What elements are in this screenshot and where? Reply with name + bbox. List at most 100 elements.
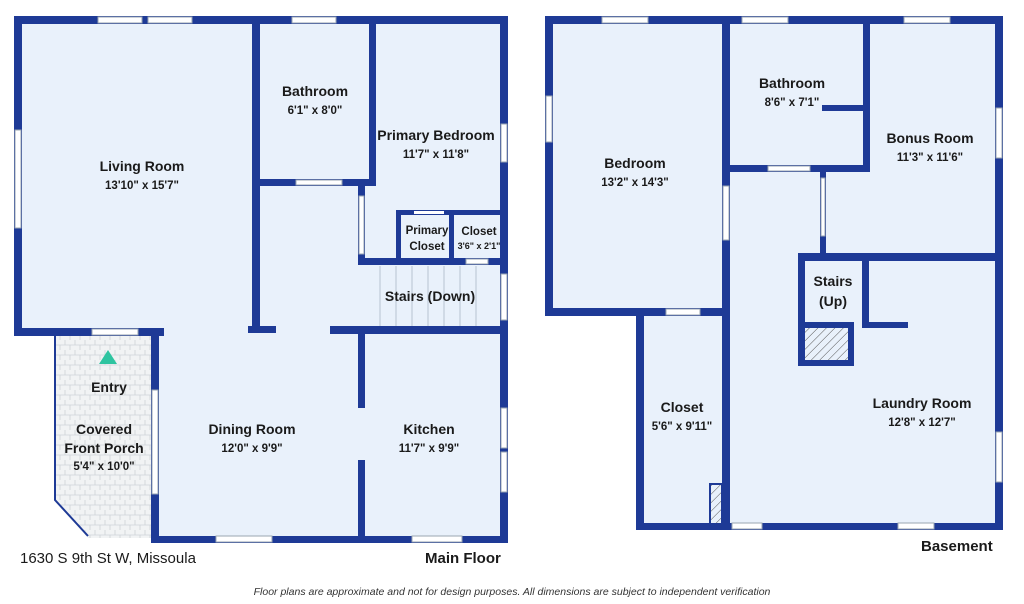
wall-bath-right (369, 20, 376, 186)
window (995, 431, 1003, 483)
basement-bathroom-name: Bathroom (759, 75, 825, 91)
kitchen-dims: 11'7" x 9'9" (399, 443, 460, 455)
wall-living-right (252, 20, 260, 330)
window (500, 273, 508, 321)
doorway (767, 165, 811, 172)
kitchen-name: Kitchen (403, 421, 454, 437)
stairs-down-label: Stairs (Down) (385, 288, 475, 304)
base-wall-left (545, 16, 553, 316)
window (500, 451, 508, 493)
window (897, 522, 935, 530)
wall-dining-top (330, 326, 504, 334)
primary-closet-name-1: Primary (406, 225, 449, 237)
base-wall-closet-left (636, 308, 644, 530)
base-wall-center (722, 20, 730, 530)
disclaimer-text: Floor plans are approximate and not for … (253, 586, 771, 598)
window (291, 16, 337, 24)
basement: Bedroom 13'2" x 14'3" Bathroom 8'6" x 7'… (545, 16, 1003, 530)
main-floor-label: Main Floor (425, 550, 501, 567)
window (500, 123, 508, 163)
bonus-room-name: Bonus Room (886, 130, 973, 146)
wall-closet-left (396, 210, 401, 260)
entry-label: Entry (91, 379, 127, 395)
base-wall-stub (862, 322, 908, 328)
closet-hatch (709, 483, 723, 525)
stairs-up-name-2: (Up) (819, 293, 847, 309)
window (741, 16, 789, 24)
wall-kitchen-left-upper (358, 326, 365, 408)
dining-room-dims: 12'0" x 9'9" (221, 443, 282, 455)
porch-name-1: Covered (76, 421, 132, 437)
bedroom-dims: 13'2" x 14'3" (601, 177, 669, 189)
living-room-name: Living Room (100, 158, 185, 174)
window (411, 535, 463, 543)
front-door (91, 328, 139, 336)
property-address: 1630 S 9th St W, Missoula (20, 550, 196, 567)
bathroom-name: Bathroom (282, 83, 348, 99)
bonus-room-dims: 11'3" x 11'6" (897, 152, 963, 164)
basement-closet-name: Closet (661, 399, 704, 415)
doorway (820, 177, 826, 237)
laundry-room-name: Laundry Room (873, 395, 972, 411)
base-wall-hatch-bottom (798, 360, 854, 366)
base-wall-stairs-left (798, 253, 805, 365)
dining-room-name: Dining Room (208, 421, 295, 437)
living-room-dims: 13'10" x 15'7" (105, 180, 179, 192)
window (151, 389, 159, 495)
main-floor: Living Room 13'10" x 15'7" Bathroom 6'1"… (14, 16, 508, 543)
base-wall-bottom (636, 523, 1003, 530)
main-floor-area-upper (18, 20, 504, 332)
basement-bathroom-dims: 8'6" x 7'1" (765, 97, 820, 109)
window (500, 407, 508, 449)
laundry-room-dims: 12'8" x 12'7" (888, 417, 956, 429)
doorway (665, 308, 701, 316)
porch-dims: 5'4" x 10'0" (73, 461, 134, 473)
doorway (414, 211, 444, 214)
basement-label: Basement (921, 538, 993, 555)
porch-name-2: Front Porch (64, 440, 143, 456)
wall-stub-1 (248, 326, 276, 333)
doorway (722, 185, 730, 241)
stairs-up-name-1: Stairs (814, 273, 853, 289)
base-wall-bath-right (863, 20, 870, 172)
main-wall-top (14, 16, 508, 24)
window (545, 95, 553, 143)
bedroom-name: Bedroom (604, 155, 665, 171)
closet-name: Closet (461, 226, 496, 238)
doorway (465, 258, 489, 265)
base-wall-hatch-right (848, 322, 854, 366)
base-wall-stairs-right (862, 253, 869, 328)
wall-kitchen-left-lower (358, 460, 365, 540)
window (903, 16, 951, 24)
primary-closet-name-2: Closet (409, 241, 444, 253)
window (97, 16, 143, 24)
bathroom-dims: 6'1" x 8'0" (288, 105, 343, 117)
window (147, 16, 193, 24)
base-wall-stairs-bottom (798, 322, 854, 328)
porch-floor (55, 332, 155, 538)
base-wall-right (995, 16, 1003, 530)
wall-closet-divider (449, 210, 454, 260)
window (731, 522, 763, 530)
primary-bedroom-dims: 11'7" x 11'8" (403, 149, 469, 161)
stairs-hatch (805, 328, 848, 360)
window (995, 107, 1003, 159)
closet-dims: 3'6" x 2'1" (458, 241, 501, 251)
doorway (295, 179, 343, 186)
main-wall-bottom (151, 536, 508, 543)
wall-stairs-top (358, 258, 504, 265)
primary-bedroom-name: Primary Bedroom (377, 127, 494, 143)
doorway (358, 195, 365, 255)
stairs-down-treads (379, 266, 477, 326)
main-floor-area-lower (155, 330, 504, 538)
window (215, 535, 273, 543)
entry-marker-icon (99, 350, 117, 364)
main-wall-porch-top (14, 328, 164, 336)
base-wall-bath-stub (822, 105, 868, 111)
window (601, 16, 649, 24)
window (14, 129, 22, 229)
porch-outline (54, 332, 89, 537)
basement-closet-dims: 5'6" x 9'11" (652, 421, 713, 433)
base-wall-bonus-bottom (798, 253, 1003, 261)
